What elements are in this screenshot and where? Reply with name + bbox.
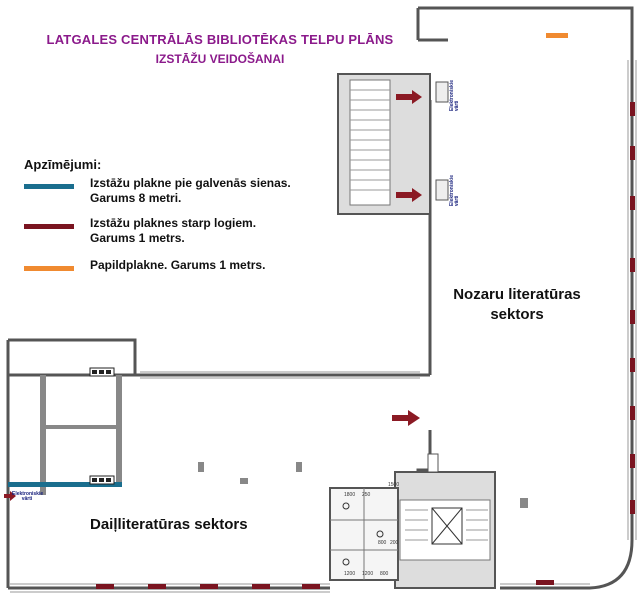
legend-swatch-blue [24,184,74,189]
dimension-label: 1800 [344,492,356,498]
plan-title: LATGALES CENTRĀLĀS BIBLIOTĒKAS TELPU PLĀ… [46,32,394,47]
legend-text: Papildplakne. Garums 1 metrs. [90,258,266,272]
gate-label-top1: Elektroniskie vārti [449,80,460,112]
main-wall-panel [8,482,122,487]
legend-heading: Apzīmējumi: [24,157,102,172]
sector-label-nozaru: Nozaru literatūras sektors [453,286,581,323]
legend-swatch-orange [24,266,74,271]
dimension-label: 1500 [388,482,400,488]
legend-item-window: Izstāžu plaknes starp logiem. Garums 1 m… [24,216,334,250]
gate-label-left: Elektroniskie vārti [12,491,44,502]
dimension-label: 1200 [344,571,356,577]
wc-block [329,487,399,581]
dimension-label: 800 [378,540,387,546]
plan-subtitle: IZSTĀŽU VEIDOŠANAI [155,52,285,66]
display-units [89,367,115,485]
dimension-label: 250 [362,492,371,498]
legend-item-extra: Papildplakne. Garums 1 metrs. [24,258,334,292]
staircase-bottom [394,453,496,589]
columns [40,375,528,508]
gate-label-top2: Elektroniskie vārti [449,175,460,207]
window-strips [10,60,637,593]
dimension-label: 1200 [362,571,374,577]
legend-swatch-red [24,224,74,229]
outer-walls [6,6,634,590]
entrance-arrows [4,90,422,501]
extra-panel [546,33,568,38]
legend-text: Izstāžu plakne pie galvenās sienas. Garu… [90,176,291,205]
legend-text: Izstāžu plaknes starp logiem. Garums 1 m… [90,216,257,245]
window-panels [96,102,635,589]
dimension-label: 200 [390,540,399,546]
legend-item-main-wall: Izstāžu plakne pie galvenās sienas. Garu… [24,176,334,210]
dimension-label: 800 [380,571,389,577]
sector-label-dail: Daiļliteratūras sektors [90,516,248,533]
